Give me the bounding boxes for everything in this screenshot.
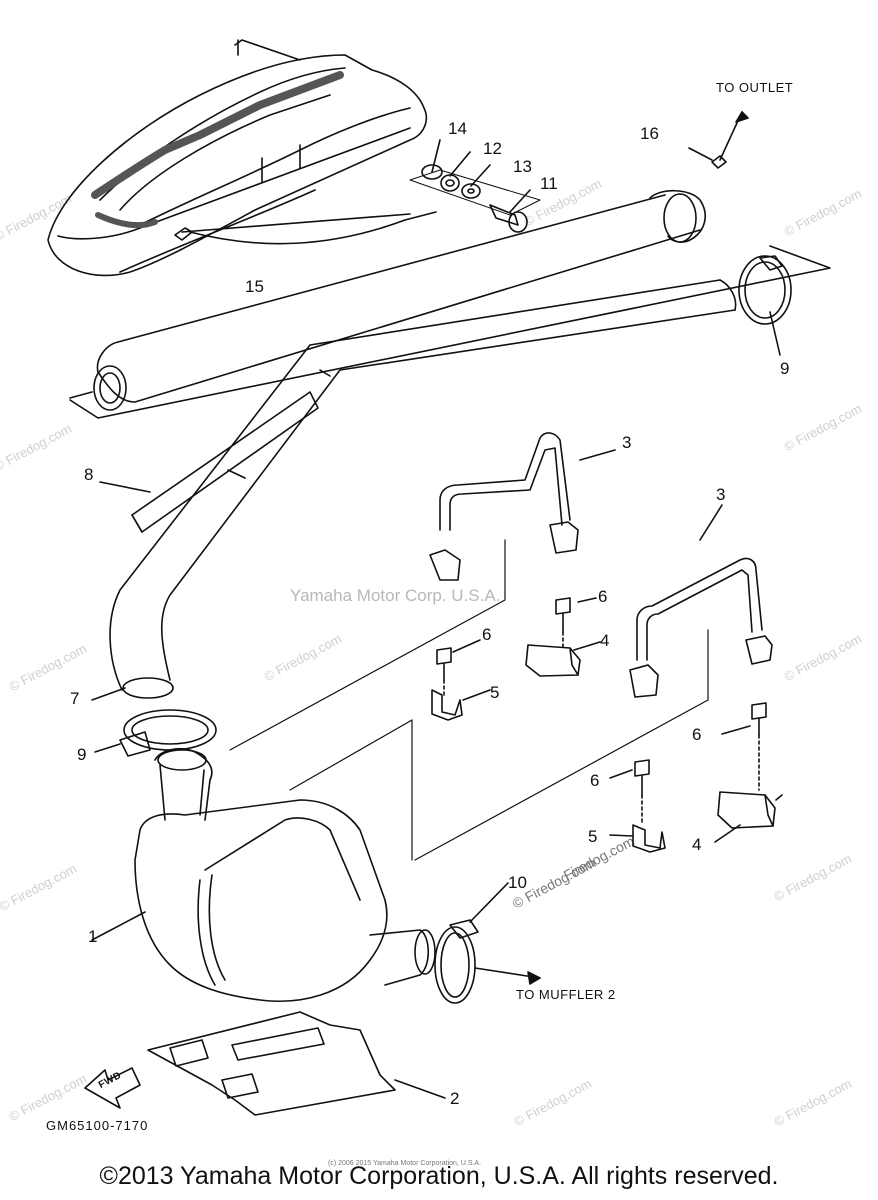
callout-4-lower: 4 (692, 835, 702, 854)
bolt-6-d (609, 759, 650, 826)
plate-2 (147, 1011, 446, 1116)
band-3-lower (629, 504, 773, 698)
to-outlet-label: TO OUTLET (716, 80, 794, 95)
fine-print: (c) 2006 2015 Yamaha Motor Corporation, … (328, 1160, 482, 1167)
callout-3-upper: 3 (622, 433, 632, 452)
callout-6-d: 6 (590, 771, 600, 790)
bracket-5-lower (609, 824, 666, 853)
callout-9-lower: 9 (77, 745, 87, 764)
watercraft-illustration (47, 39, 437, 277)
bolt-6-a (555, 597, 597, 651)
block-4-upper (525, 641, 601, 677)
callout-6-c: 6 (692, 725, 702, 744)
callout-14: 14 (448, 119, 467, 138)
callout-9-upper: 9 (780, 359, 790, 378)
callout-1: 1 (88, 927, 98, 946)
hose-7 (91, 279, 737, 701)
watermark-center: Yamaha Motor Corp. U.S.A. (290, 586, 501, 605)
copyright-notice: ©2013 Yamaha Motor Corporation, U.S.A. A… (99, 1162, 779, 1190)
block-4-lower (714, 791, 783, 843)
callout-6-b: 6 (482, 625, 492, 644)
callout-6-a: 6 (598, 587, 608, 606)
callout-10: 10 (508, 873, 527, 892)
fitting-16 (688, 111, 749, 169)
callout-16: 16 (640, 124, 659, 143)
clamp-9-lower (94, 709, 217, 757)
fwd-arrow-icon (84, 1067, 141, 1109)
clamp-10 (434, 882, 541, 1004)
hose-15 (69, 189, 831, 419)
muffler-1 (91, 748, 436, 1003)
callout-8: 8 (84, 465, 94, 484)
callout-7: 7 (70, 689, 80, 708)
callout-5-upper: 5 (490, 683, 500, 702)
hardware-11-14 (409, 139, 541, 233)
callout-13: 13 (513, 157, 532, 176)
callout-15: 15 (245, 277, 264, 296)
bracket-5-upper (431, 689, 491, 721)
callout-11: 11 (540, 174, 558, 193)
to-muffler-label: TO MUFFLER 2 (516, 987, 616, 1002)
callout-5-lower: 5 (588, 827, 598, 846)
strip-8 (99, 391, 319, 533)
callout-12: 12 (483, 139, 502, 158)
clamp-9-upper (738, 255, 792, 356)
part-code: GM65100-7170 (46, 1118, 149, 1133)
callout-4-upper: 4 (600, 631, 610, 650)
bolt-6-b (436, 639, 481, 696)
bolt-6-c (721, 702, 767, 791)
band-3-upper (429, 432, 616, 581)
callout-2: 2 (450, 1089, 460, 1108)
callout-3-lower: 3 (716, 485, 726, 504)
